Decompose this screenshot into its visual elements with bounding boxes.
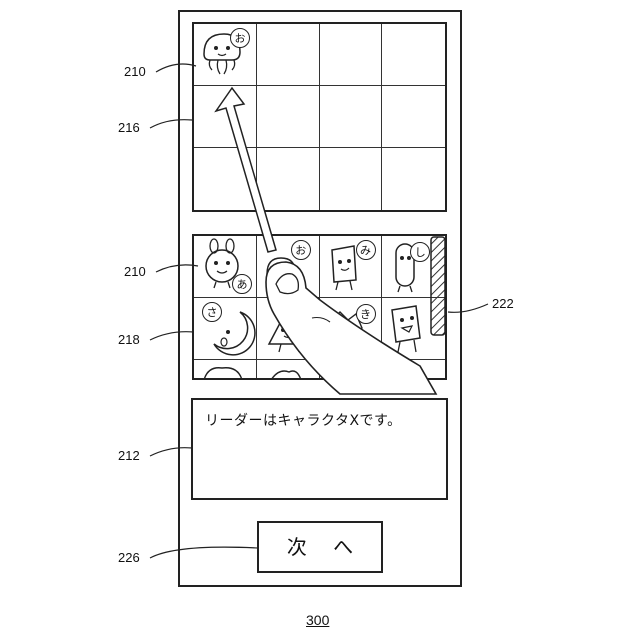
- character-badge: み: [356, 240, 376, 260]
- party-slot-9[interactable]: [194, 148, 257, 210]
- message-text: リーダーはキャラクタXです。: [205, 413, 402, 429]
- roster-character[interactable]: さ: [194, 298, 257, 360]
- party-slot-11[interactable]: [320, 148, 383, 210]
- roster-character[interactable]: [194, 360, 257, 378]
- party-slot-6[interactable]: [257, 86, 320, 148]
- partial-character-icon: [257, 360, 320, 378]
- character-badge: あ: [232, 274, 252, 294]
- party-slot-4[interactable]: [382, 24, 445, 86]
- character-badge: お: [291, 240, 311, 260]
- reference-label-210: 210: [124, 64, 146, 79]
- roster-character[interactable]: [382, 360, 445, 378]
- party-slot-8[interactable]: [382, 86, 445, 148]
- party-slot-5[interactable]: [194, 86, 257, 148]
- roster-character[interactable]: お: [257, 236, 320, 298]
- roster-grid[interactable]: あ お み し さ: [192, 234, 447, 380]
- party-grid: お: [192, 22, 447, 212]
- roster-scrollbar[interactable]: [430, 236, 446, 336]
- party-slot-2[interactable]: [257, 24, 320, 86]
- reference-label-218: 218: [118, 332, 140, 347]
- roster-character[interactable]: [257, 360, 320, 378]
- party-slot-7[interactable]: [320, 86, 383, 148]
- reference-label-216: 216: [118, 120, 140, 135]
- reference-label-210: 210: [124, 264, 146, 279]
- triangle-character-icon: [257, 298, 320, 360]
- roster-character[interactable]: あ: [194, 236, 257, 298]
- roster-character[interactable]: [257, 298, 320, 360]
- character-badge: お: [230, 28, 250, 48]
- party-slot-3[interactable]: [320, 24, 383, 86]
- roster-character[interactable]: み: [320, 236, 383, 298]
- party-slot-1[interactable]: お: [194, 24, 257, 86]
- reference-label-226: 226: [118, 550, 140, 565]
- next-button[interactable]: 次 へ: [257, 521, 383, 573]
- party-slot-10[interactable]: [257, 148, 320, 210]
- character-badge: き: [356, 304, 376, 324]
- party-slot-12[interactable]: [382, 148, 445, 210]
- reference-label-212: 212: [118, 448, 140, 463]
- partial-character-icon: [194, 360, 257, 378]
- reference-label-222: 222: [492, 296, 514, 311]
- message-box: リーダーはキャラクタXです。: [191, 398, 448, 500]
- roster-character[interactable]: き: [320, 298, 383, 360]
- character-badge: さ: [202, 302, 222, 322]
- figure-number: 300: [306, 612, 329, 628]
- roster-character[interactable]: [320, 360, 383, 378]
